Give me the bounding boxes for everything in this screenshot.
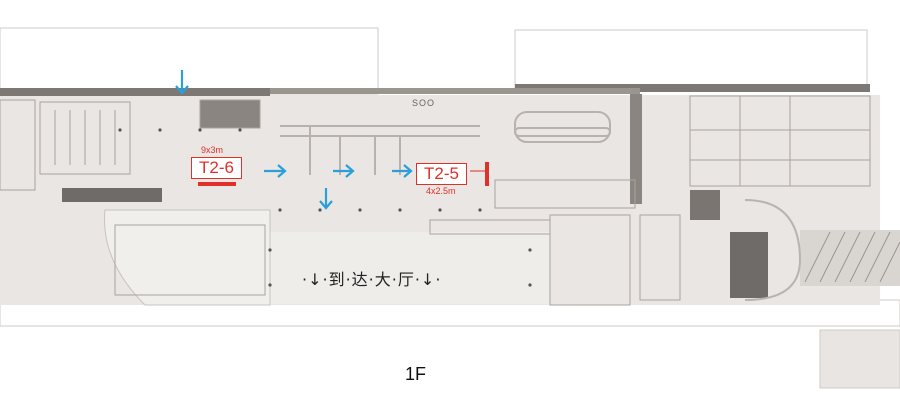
floor-level-label: 1F bbox=[405, 364, 427, 384]
spot-label-t2-6[interactable]: T2-6 bbox=[191, 157, 242, 179]
spot-size-t2-5: 4x2.5m bbox=[426, 186, 456, 196]
flow-arrows bbox=[175, 70, 413, 210]
spot-size-t2-6: 9x3m bbox=[201, 145, 224, 155]
ad-spot-markers bbox=[198, 162, 489, 186]
arrow-right-icon bbox=[333, 164, 355, 178]
arrival-hall-label: ·↓·到·达·大·厅·↓· bbox=[302, 270, 442, 289]
terminal-building bbox=[0, 84, 900, 306]
arrow-right-icon bbox=[392, 164, 413, 178]
arrow-right-icon bbox=[264, 164, 287, 178]
spot-label-t2-5[interactable]: T2-5 bbox=[416, 163, 467, 185]
arrow-down-icon bbox=[319, 188, 333, 210]
arrow-down-icon bbox=[175, 70, 189, 95]
overhead-sign: SOO bbox=[412, 98, 436, 108]
